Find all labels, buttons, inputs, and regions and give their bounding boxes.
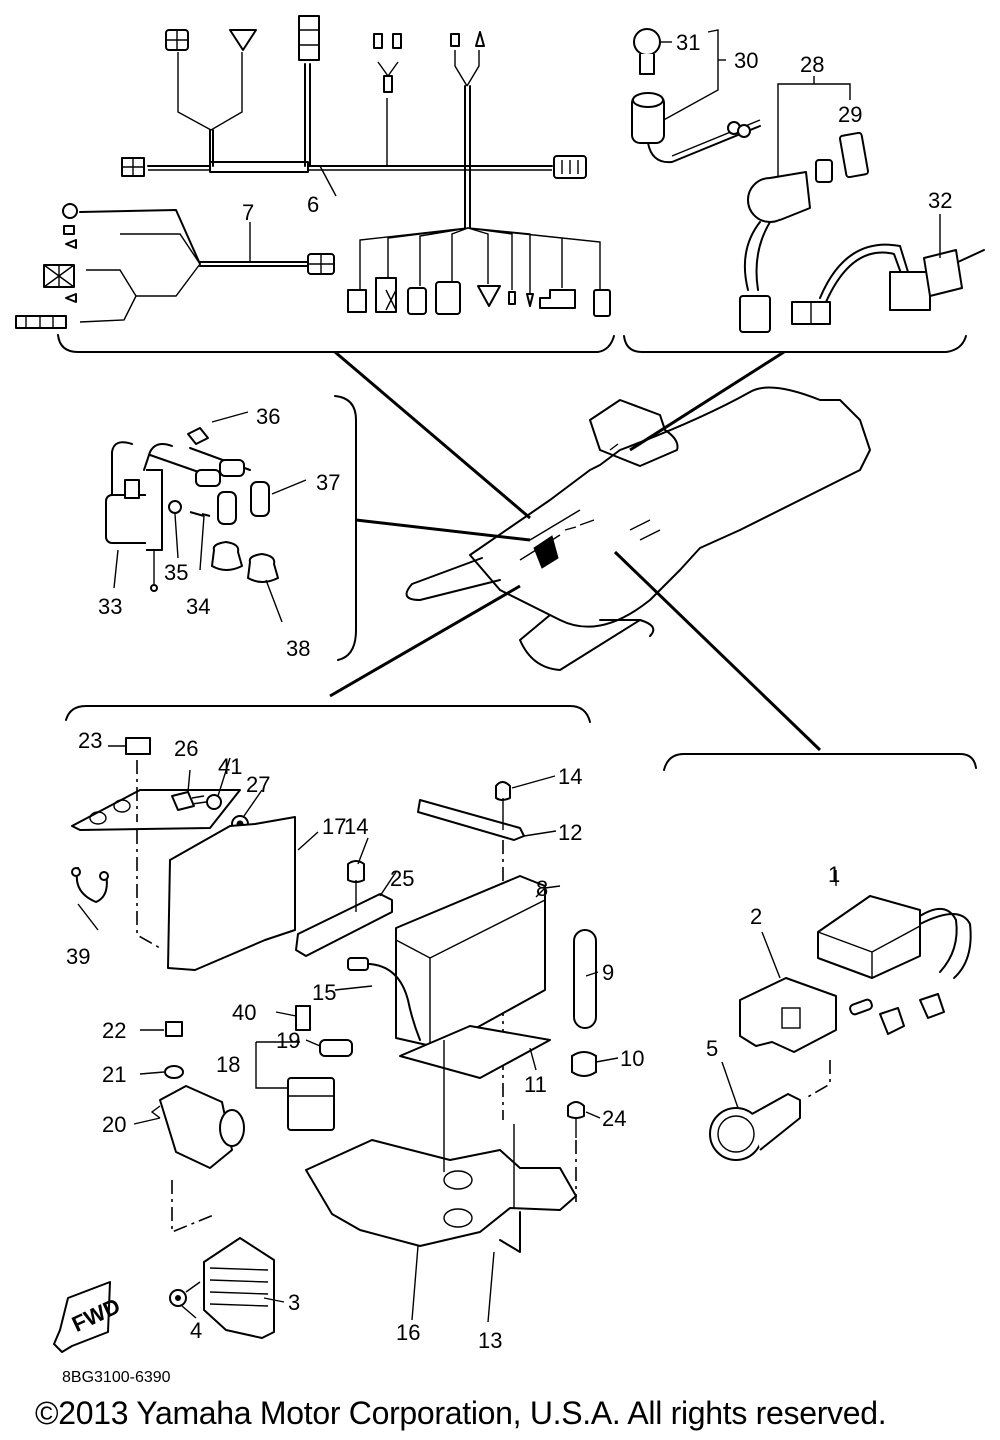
ignition-group xyxy=(105,395,357,661)
wire-harness-group xyxy=(15,15,615,353)
label-part-12[interactable]: 12 xyxy=(558,820,582,845)
label-part-5[interactable]: 5 xyxy=(706,1036,718,1061)
label-part-27[interactable]: 27 xyxy=(246,772,270,797)
label-part-14-upper[interactable]: 14 xyxy=(558,764,582,789)
label-part-4[interactable]: 4 xyxy=(190,1318,202,1343)
fuse-holder xyxy=(319,1039,353,1057)
label-part-37[interactable]: 37 xyxy=(316,470,340,495)
mounting-plate xyxy=(71,789,241,831)
fuse xyxy=(295,1005,311,1031)
handlebar-switch-group xyxy=(623,28,985,353)
cdi-unit xyxy=(817,895,921,979)
label-part-3[interactable]: 3 xyxy=(288,1290,300,1315)
label-part-39[interactable]: 39 xyxy=(66,944,90,969)
label-part-6[interactable]: 6 xyxy=(307,192,319,217)
rectifier-regulator xyxy=(203,1237,275,1339)
label-part-15[interactable]: 15 xyxy=(312,980,336,1005)
label-part-11[interactable]: 11 xyxy=(524,1072,547,1097)
label-part-24[interactable]: 24 xyxy=(602,1106,626,1131)
label-part-16[interactable]: 16 xyxy=(396,1320,420,1345)
key xyxy=(838,131,870,179)
label-part-2[interactable]: 2 xyxy=(750,904,762,929)
label-part-40[interactable]: 40 xyxy=(232,1000,256,1025)
label-part-20[interactable]: 20 xyxy=(102,1112,126,1137)
part-labels: 1 2 3 4 5 6 7 8 9 10 11 12 13 14 14 15 1… xyxy=(66,30,952,1353)
label-part-34[interactable]: 34 xyxy=(186,594,210,619)
callout-leaders xyxy=(77,745,837,1323)
label-part-41[interactable]: 41 xyxy=(218,754,242,779)
label-part-1[interactable]: 1 xyxy=(828,862,840,887)
label-part-21[interactable]: 21 xyxy=(102,1062,126,1087)
bracket-12 xyxy=(417,799,525,841)
electrical-box-group: FWD xyxy=(53,705,597,1353)
rubber-cap xyxy=(739,977,837,1053)
label-part-25[interactable]: 25 xyxy=(390,866,414,891)
battery-box xyxy=(395,875,546,1049)
label-part-19[interactable]: 19 xyxy=(276,1028,300,1053)
rod xyxy=(573,929,597,1029)
label-part-13[interactable]: 13 xyxy=(478,1328,502,1353)
connector-triangle xyxy=(229,29,257,51)
label-part-31[interactable]: 31 xyxy=(676,30,700,55)
label-part-28[interactable]: 28 xyxy=(800,52,824,77)
label-part-35[interactable]: 35 xyxy=(164,560,188,585)
cdi-group xyxy=(663,753,977,1161)
copyright-notice: ©2013 Yamaha Motor Corporation, U.S.A. A… xyxy=(35,1395,887,1431)
bulb xyxy=(633,28,661,56)
base-plate xyxy=(305,1139,577,1247)
label-part-26[interactable]: 26 xyxy=(174,736,198,761)
electrical-box-marker xyxy=(533,535,559,569)
cover xyxy=(167,816,296,971)
label-part-7[interactable]: 7 xyxy=(242,200,254,225)
label-part-8[interactable]: 8 xyxy=(536,876,548,901)
label-part-23[interactable]: 23 xyxy=(78,728,102,753)
harness-bracket xyxy=(57,334,615,353)
label-part-30[interactable]: 30 xyxy=(734,48,758,73)
snowmobile-body xyxy=(469,386,871,628)
toggle-switch xyxy=(889,271,931,311)
label-part-18[interactable]: 18 xyxy=(216,1052,240,1077)
fwd-arrow xyxy=(53,1281,111,1353)
nut-23 xyxy=(125,737,151,755)
label-part-17[interactable]: 17 xyxy=(322,814,346,839)
label-part-9[interactable]: 9 xyxy=(602,960,614,985)
label-part-22[interactable]: 22 xyxy=(102,1018,126,1043)
label-part-38[interactable]: 38 xyxy=(286,636,310,661)
switch-bracket xyxy=(623,335,967,353)
label-part-10[interactable]: 10 xyxy=(620,1046,644,1071)
label-part-29[interactable]: 29 xyxy=(838,102,862,127)
label-part-14-lower[interactable]: 14 xyxy=(344,814,368,839)
thermal-switch xyxy=(159,1085,233,1169)
connector-tall xyxy=(298,15,320,61)
drawing-code: 8BG3100-6390 xyxy=(62,1369,171,1386)
label-part-33[interactable]: 33 xyxy=(98,594,122,619)
spark-plug-cap xyxy=(217,491,237,525)
relay xyxy=(287,1077,335,1131)
label-part-36[interactable]: 36 xyxy=(256,404,280,429)
snowmobile-overview xyxy=(329,350,871,752)
label-part-32[interactable]: 32 xyxy=(928,188,952,213)
